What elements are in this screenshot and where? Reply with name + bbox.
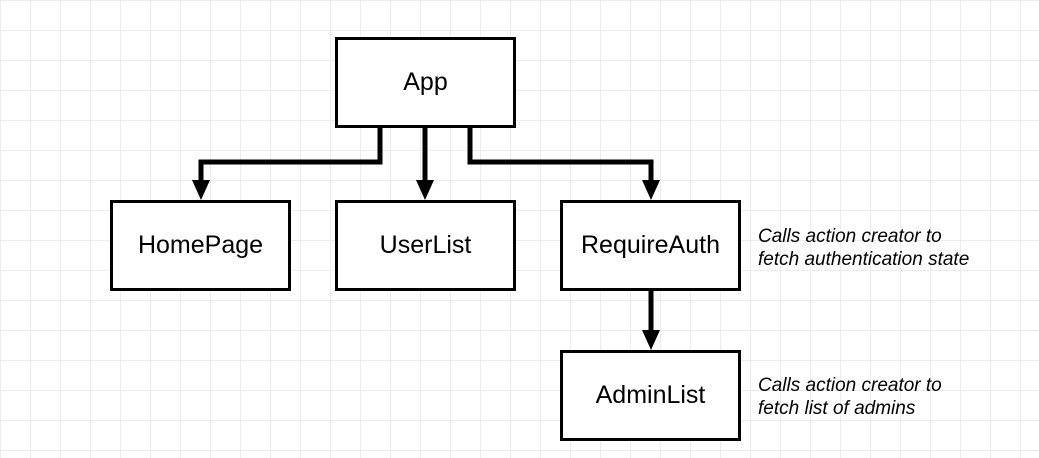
- arrowhead-adminlist: [642, 330, 660, 350]
- node-requireauth: RequireAuth: [560, 200, 741, 291]
- note-adminlist-line2: fetch list of admins: [758, 398, 916, 419]
- edge-app-requireauth: [467, 126, 654, 184]
- arrowhead-userlist: [416, 180, 434, 200]
- node-app-label: App: [403, 68, 448, 96]
- node-adminlist-label: AdminList: [595, 381, 706, 409]
- edge-app-homepage: [198, 126, 383, 184]
- node-adminlist: AdminList: [560, 350, 741, 441]
- node-requireauth-label: RequireAuth: [581, 231, 720, 259]
- note-adminlist: Calls action creator to fetch list of ad…: [758, 374, 942, 420]
- node-userlist-label: UserList: [379, 231, 472, 259]
- note-requireauth-line2: fetch authentication state: [758, 249, 970, 270]
- node-homepage: HomePage: [110, 200, 291, 291]
- note-requireauth-line1: Calls action creator to: [758, 226, 942, 247]
- arrowhead-homepage: [192, 180, 210, 200]
- note-adminlist-line1: Calls action creator to: [758, 375, 942, 396]
- arrowhead-requireauth: [642, 180, 660, 200]
- node-homepage-label: HomePage: [137, 231, 264, 259]
- node-app: App: [335, 37, 516, 128]
- node-userlist: UserList: [335, 200, 516, 291]
- note-requireauth: Calls action creator to fetch authentica…: [758, 225, 969, 271]
